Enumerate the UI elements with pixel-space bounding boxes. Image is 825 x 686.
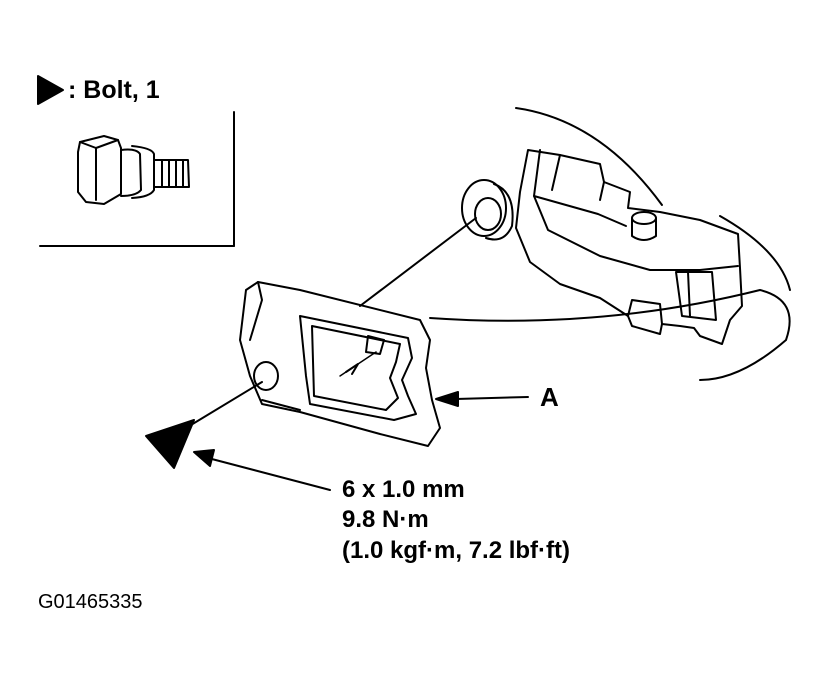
- bolt-insertion-line: [185, 381, 263, 429]
- torque-spec-alt-units: (1.0 kgf·m, 7.2 lbf·ft): [342, 537, 571, 564]
- torque-spec-nm: 9.8 N·m: [342, 506, 429, 533]
- bracket-a: [239, 281, 441, 447]
- callout-a-label: A: [540, 382, 559, 412]
- torque-spec-size: 6 x 1.0 mm: [342, 476, 465, 503]
- torque-leader: [207, 457, 331, 491]
- body-panel-lower-curve: [429, 289, 791, 381]
- bolt-marker-icon: [37, 75, 64, 105]
- figure-id: G01465335: [38, 591, 143, 613]
- legend-label: : Bolt, 1: [68, 76, 160, 104]
- body-panel-edge: [719, 215, 791, 291]
- callout-a-leader: [455, 396, 529, 400]
- alignment-line-grommet: [359, 217, 477, 307]
- switch-housing: [515, 149, 743, 345]
- grommet: [461, 179, 514, 241]
- bolt-illustration: [77, 135, 190, 205]
- callout-a-arrowhead: [435, 391, 459, 407]
- bolt-location-marker-icon: [145, 419, 195, 469]
- body-panel-outline: [515, 107, 663, 206]
- torque-leader-arrowhead: [193, 449, 215, 467]
